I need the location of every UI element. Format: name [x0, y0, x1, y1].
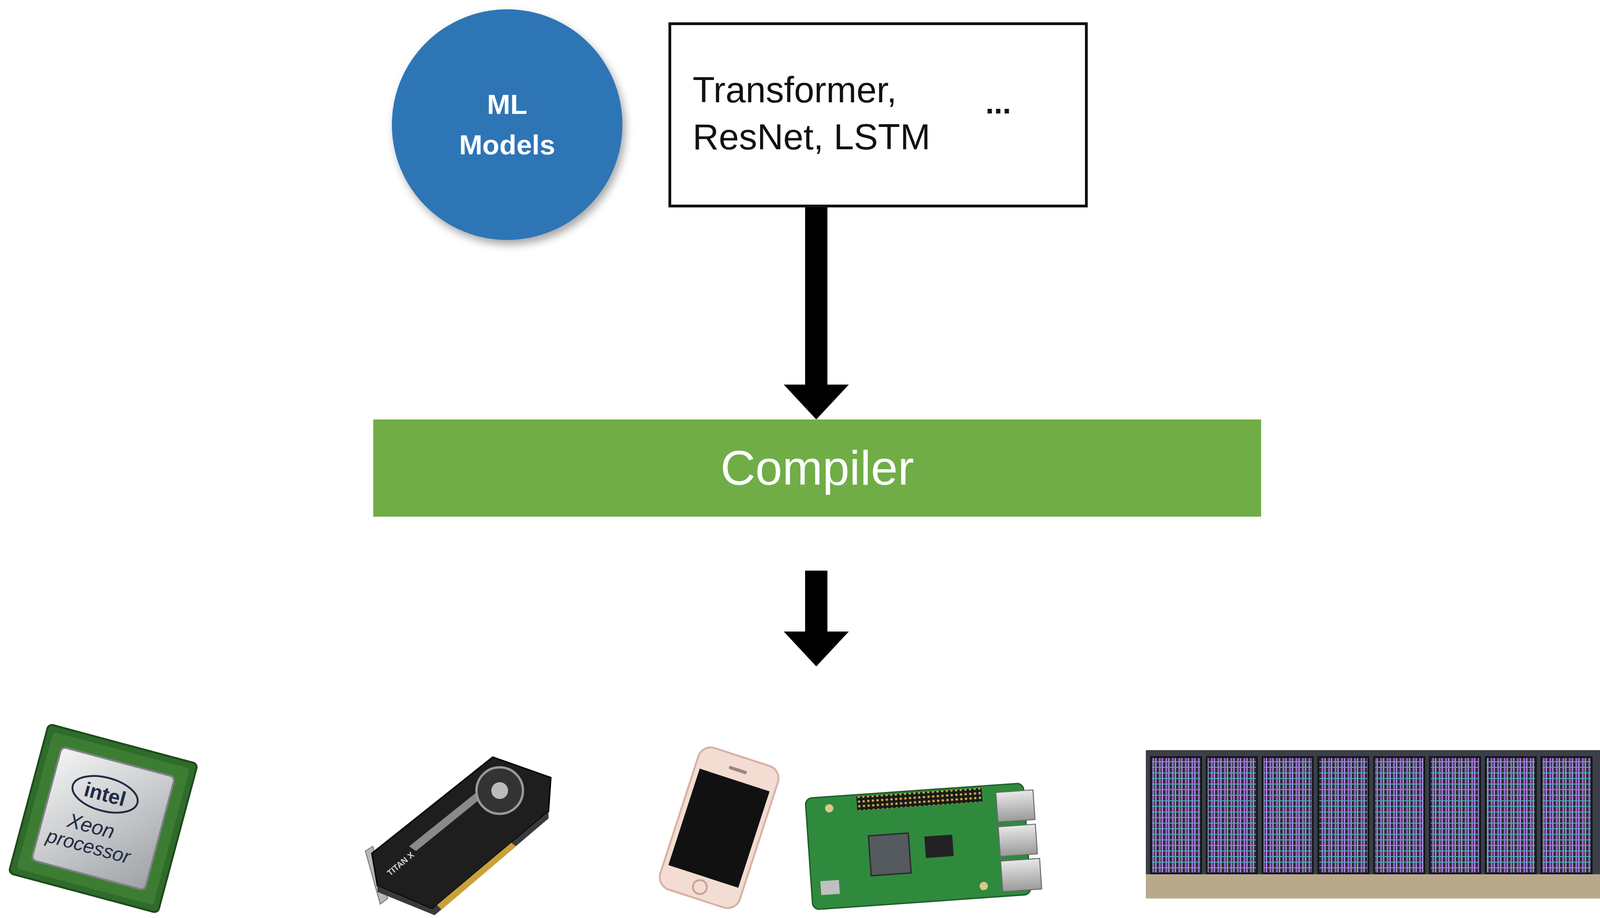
flow-arrow [783, 207, 849, 420]
down-arrow [783, 570, 849, 667]
compiler-band: Compiler [373, 419, 1262, 517]
model-list-box: Transformer, ResNet, LSTM... [668, 22, 1088, 208]
cpu-chip [8, 723, 199, 913]
label-holder: TITAN X [385, 849, 417, 878]
tpu-pod [1145, 749, 1600, 899]
gpu-card [365, 756, 551, 915]
model-circle: ML Models [391, 9, 623, 240]
card-label: TITAN X [385, 849, 417, 878]
arrow-head [783, 384, 849, 420]
phone [656, 743, 782, 912]
node-text: Transformer, ResNet, LSTM [692, 66, 953, 161]
ellipsis-text: ... [985, 87, 1012, 119]
brand-label: intel [81, 777, 129, 811]
label-holder: intel [81, 777, 129, 811]
single-board-computer [805, 781, 1043, 910]
node-text: ML Models [446, 84, 568, 166]
node-text: Compiler [720, 441, 914, 495]
arrow-shaft [805, 207, 828, 386]
